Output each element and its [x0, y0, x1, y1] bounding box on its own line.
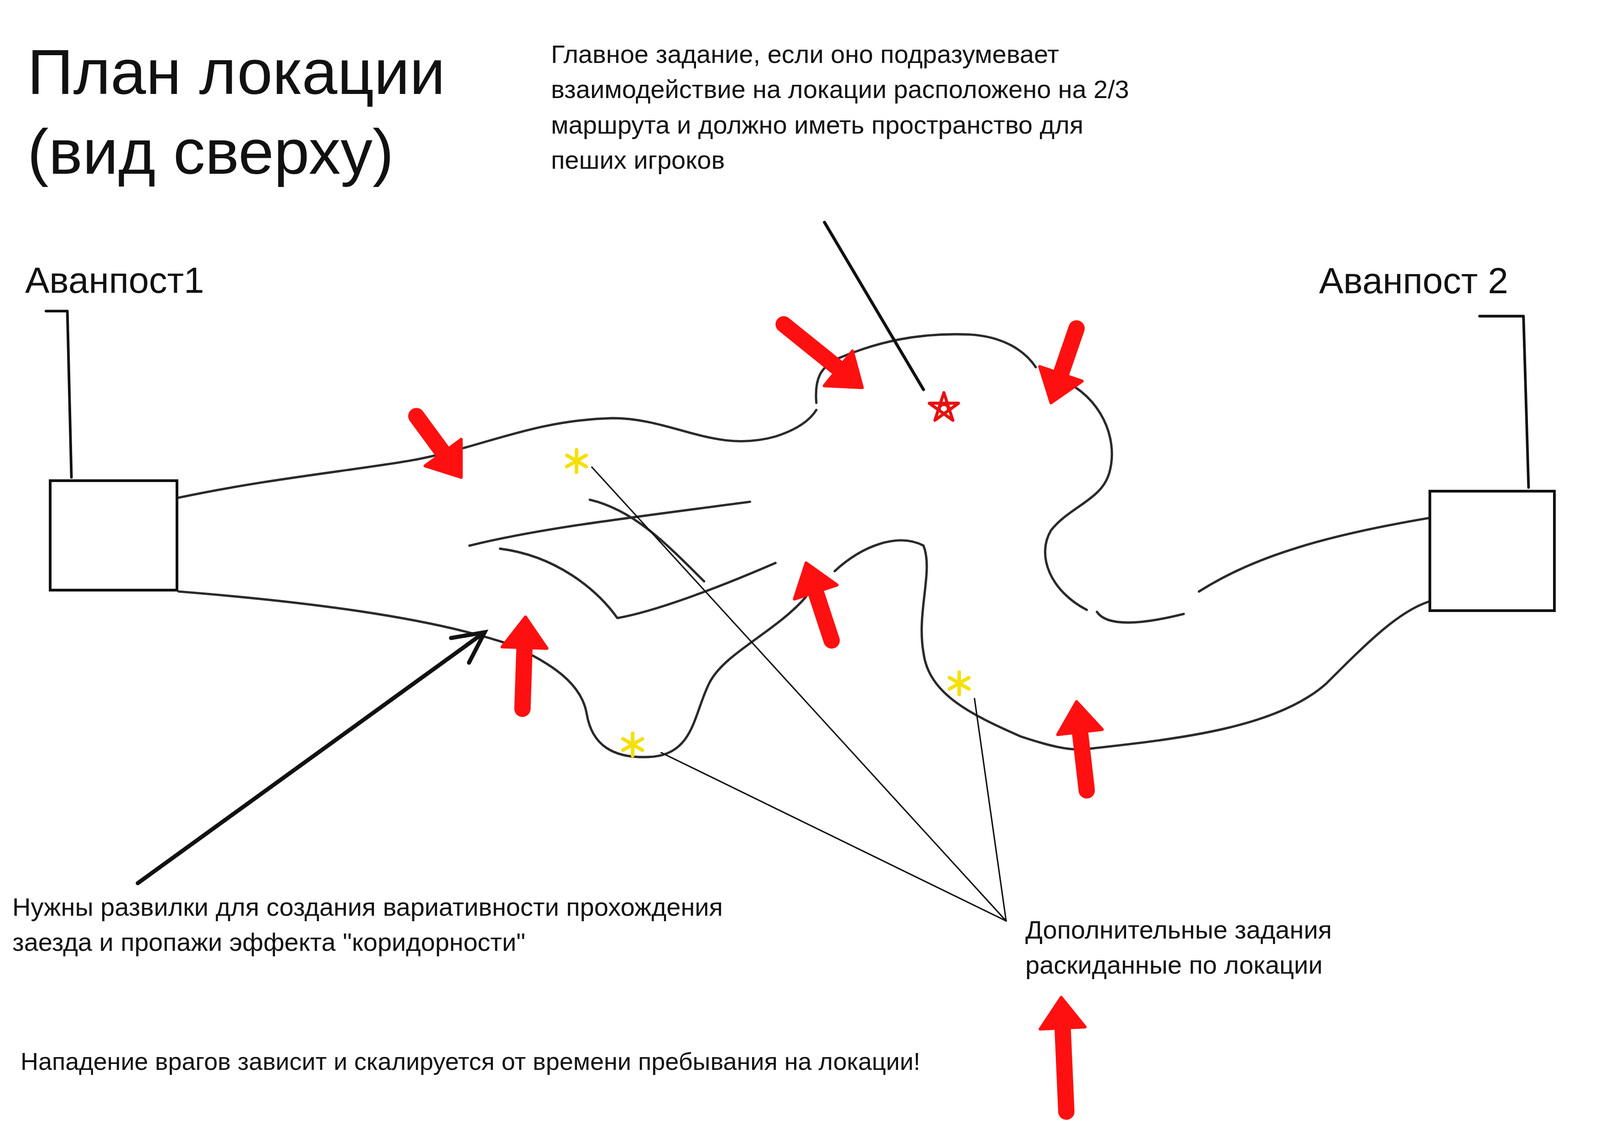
side-quest-marker [566, 449, 969, 756]
outpost-label: Аванпост1 [25, 260, 281, 301]
outpost-box: Аванпост1 [48, 479, 179, 592]
outpost-box: Аванпост 2 [1428, 489, 1556, 613]
leader-line [592, 467, 1007, 921]
note-label-holder: Главное задание, если оно подразумевает … [550, 36, 1158, 178]
legend-text-holder: Нападение врагов зависит и скалируется о… [20, 1044, 1034, 1079]
note-label: Дополнительные задания раскиданные по ло… [1025, 912, 1391, 983]
note-label-holder: Нужны развилки для создания вариативност… [12, 889, 761, 961]
diagram-title: План локации (вид сверху) [27, 31, 552, 192]
diagram-title-holder: План локации (вид сверху) [27, 31, 552, 192]
road-outline [178, 334, 1429, 758]
main-quest-marker [929, 392, 959, 421]
label-bracket [46, 311, 1529, 488]
outpost-label: Аванпост 2 [1319, 260, 1575, 302]
note-label: Главное задание, если оно подразумевает … [550, 36, 1158, 178]
note-label: Нужны развилки для создания вариативност… [12, 889, 761, 961]
enemy-attack-arrow [416, 324, 1103, 1112]
leader-line [137, 222, 924, 884]
legend-text: Нападение врагов зависит и скалируется о… [20, 1044, 1034, 1079]
note-label-holder: Дополнительные задания раскиданные по ло… [1025, 912, 1391, 983]
